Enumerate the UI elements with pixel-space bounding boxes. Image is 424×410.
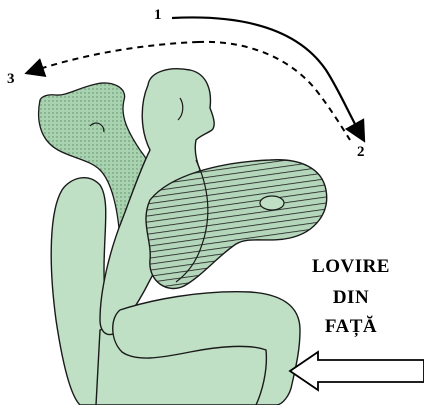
caption-line-1: LOVIRE bbox=[312, 257, 390, 276]
caption-line-3: FAȚĂ bbox=[312, 317, 390, 336]
forward-head-outline bbox=[260, 196, 284, 210]
impact-arrow-icon bbox=[290, 352, 424, 390]
caption-line-2: DIN bbox=[312, 288, 390, 307]
trajectory-dashed-right-arrow bbox=[198, 42, 350, 140]
label-position-1: 1 bbox=[154, 7, 162, 24]
trajectory-dashed-left-arrow bbox=[30, 42, 198, 72]
label-position-2: 2 bbox=[357, 144, 365, 161]
label-position-3: 3 bbox=[7, 71, 15, 88]
